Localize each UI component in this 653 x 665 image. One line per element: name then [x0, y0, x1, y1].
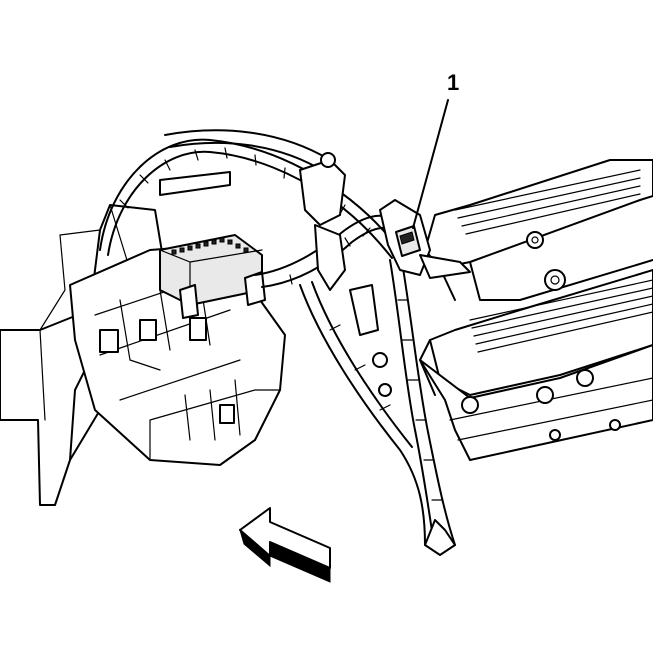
fuse-block-module	[159, 234, 266, 319]
callout-1-label: 1	[447, 70, 460, 95]
callout-leader-line	[412, 99, 449, 229]
view-direction-arrow-icon	[239, 507, 331, 583]
electrical-connector-icon	[395, 225, 421, 257]
harness-connector-block	[159, 152, 346, 291]
wiring-harness-drop	[299, 259, 456, 556]
cylinder-head	[372, 344, 653, 461]
valve-cover-upper	[424, 159, 653, 301]
